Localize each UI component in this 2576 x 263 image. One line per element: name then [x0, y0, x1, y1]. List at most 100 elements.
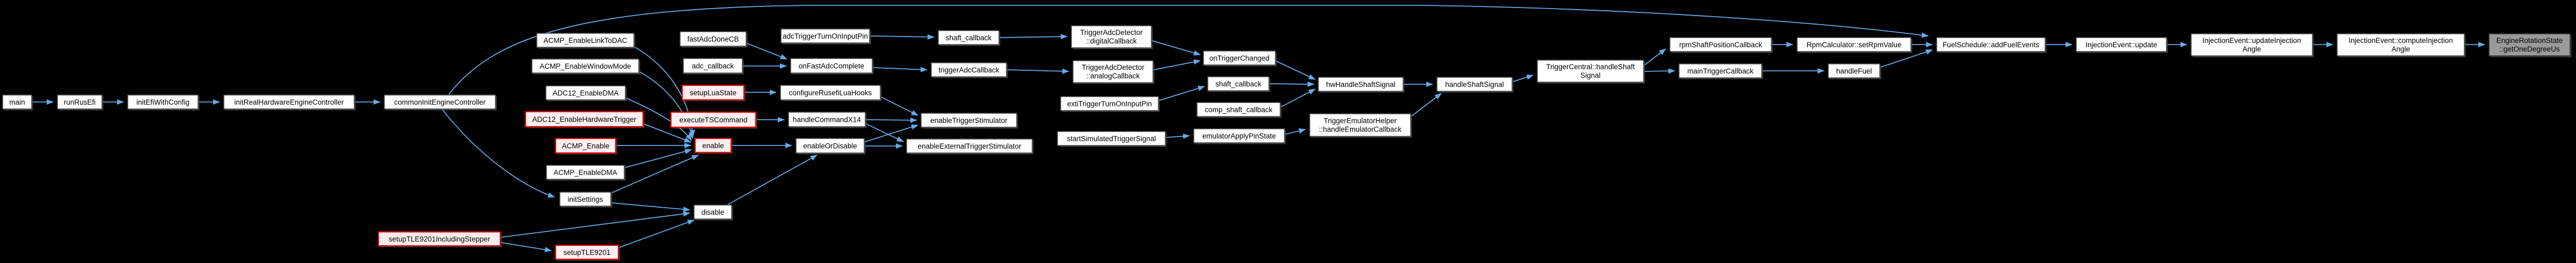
node-startSimulatedTriggerSignal[interactable]: startSimulatedTriggerSignal — [1057, 131, 1167, 147]
edge-configureRusefiLuaHooks-to-enableTriggerStimulator — [881, 97, 918, 116]
edge-initSettings-to-enable — [611, 155, 699, 193]
node-adcTriggerTurnOnInputPin[interactable]: adcTriggerTurnOnInputPin — [780, 28, 871, 45]
node-disable[interactable]: disable — [694, 204, 733, 221]
node-emulatorApplyPinState[interactable]: emulatorApplyPinState — [1193, 128, 1286, 144]
node-initEfiWithConfig[interactable]: initEfiWithConfig — [127, 94, 200, 111]
node-ACMP_EnableLinkToDAC[interactable]: ACMP_EnableLinkToDAC — [536, 33, 636, 49]
node-box — [127, 94, 199, 109]
node-fastAdcDoneCB[interactable]: fastAdcDoneCB — [680, 31, 748, 48]
node-initSettings[interactable]: initSettings — [559, 192, 612, 208]
edge-handleCommandX14-to-enableExternalTriggerStimulator — [866, 123, 904, 142]
node-box — [921, 113, 1017, 128]
node-box — [1436, 77, 1513, 92]
node-label: runRusEfi — [64, 98, 96, 106]
edge-startSimulatedTriggerSignal-to-emulatorApplyPinState — [1166, 133, 1190, 139]
node-handleFuel[interactable]: handleFuel — [1828, 63, 1881, 79]
node-box — [384, 94, 496, 109]
node-onFastAdcComplete[interactable]: onFastAdcComplete — [790, 58, 874, 75]
node-runRusEfi[interactable]: runRusEfi — [57, 94, 104, 111]
node-configureRusefiLuaHooks[interactable]: configureRusefiLuaHooks — [780, 85, 882, 101]
node-RpmCalculator_setRpmValue[interactable]: RpmCalculator::setRpmValue — [1797, 37, 1913, 53]
node-onTriggerChanged[interactable]: onTriggerChanged — [1203, 50, 1277, 67]
node-box — [1057, 131, 1166, 146]
node-comp_shaft_callback[interactable]: comp_shaft_callback — [1196, 102, 1282, 118]
node-setupTLE9201[interactable]: setupTLE9201 — [554, 244, 620, 261]
node-handleShaftSignal[interactable]: handleShaftSignal — [1436, 77, 1514, 93]
node-label: extiTriggerTurnOnInputPin — [1067, 100, 1152, 108]
node-label: initEfiWithConfig — [136, 98, 189, 106]
node-box — [1060, 96, 1159, 111]
edge-comp_shaft_callback-to-hwHandleShaftSignal — [1281, 89, 1316, 107]
node-setupTLE9201IncludingStepper[interactable]: setupTLE9201IncludingStepper — [377, 231, 502, 247]
node-initRealHardwareEngineController[interactable]: initRealHardwareEngineController — [223, 94, 356, 111]
node-label: ACMP_EnableDMA — [553, 169, 617, 177]
node-rpmShaftPositionCallback[interactable]: rpmShaftPositionCallback — [1669, 37, 1773, 53]
edge-enableOrDisable-to-enableTriggerStimulator — [865, 124, 918, 142]
node-box — [1203, 50, 1276, 65]
edge-commonInitEngineController-to-FuelSchedule_addFuelEvents — [448, 5, 1929, 95]
node-label: adcTriggerTurnOnInputPin — [783, 32, 868, 40]
node-label: startSimulatedTriggerSignal — [1067, 135, 1156, 143]
node-label: triggerAdcCallback — [938, 66, 999, 74]
node-label: enable — [702, 142, 724, 150]
node-enableExternalTriggerStimulator[interactable]: enableExternalTriggerStimulator — [906, 138, 1034, 155]
node-box — [694, 204, 732, 220]
node-executeTSCommand[interactable]: executeTSCommand — [670, 111, 757, 129]
node-TriggerAdcDetector_digitalCallback[interactable]: TriggerAdcDetector::digitalCallback — [1071, 25, 1153, 49]
node-hwHandleShaftSignal[interactable]: hwHandleShaftSignal — [1318, 77, 1405, 93]
node-EngineRotationState_getOneDegreeUs[interactable]: EngineRotationState::getOneDegreeUs — [2489, 33, 2572, 57]
node-label: setupLuaState — [690, 89, 736, 97]
node-adc_callback[interactable]: adc_callback — [683, 58, 744, 75]
node-box — [1537, 60, 1644, 83]
node-box — [1196, 102, 1281, 117]
node-box — [223, 94, 355, 109]
node-commonInitEngineController[interactable]: commonInitEngineController — [384, 94, 497, 111]
node-triggerAdcCallback[interactable]: triggerAdcCallback — [931, 62, 1008, 78]
node-box — [681, 84, 745, 101]
node-box — [780, 28, 870, 43]
node-enableTriggerStimulator[interactable]: enableTriggerStimulator — [921, 113, 1018, 129]
node-ACMP_EnableWindowMode[interactable]: ACMP_EnableWindowMode — [531, 59, 640, 75]
node-box — [1936, 37, 2046, 52]
node-label: enableExternalTriggerStimulator — [917, 142, 1021, 150]
node-shaft_callback_1[interactable]: shaft_callback — [938, 30, 1001, 46]
node-ACMP_Enable[interactable]: ACMP_Enable — [554, 137, 617, 155]
node-ADC12_EnableHardwareTrigger[interactable]: ADC12_EnableHardwareTrigger — [524, 111, 645, 128]
node-box — [1072, 60, 1154, 83]
node-label: rpmShaftPositionCallback — [1679, 41, 1762, 49]
node-label: ADC12_EnableHardwareTrigger — [532, 115, 637, 123]
node-setupLuaState[interactable]: setupLuaState — [681, 84, 746, 101]
node-enableOrDisable[interactable]: enableOrDisable — [796, 138, 866, 155]
node-box — [694, 137, 732, 154]
edge-setupTLE9201IncludingStepper-to-disable — [501, 211, 690, 238]
node-enable[interactable]: enable — [694, 137, 733, 154]
node-InjectionEvent_update[interactable]: InjectionEvent::update — [2076, 37, 2168, 53]
node-shaft_callback_2[interactable]: shaft_callback — [1207, 76, 1271, 92]
node-label: FuelSchedule::addFuelEvents — [1943, 41, 2039, 49]
node-handleCommandX14[interactable]: handleCommandX14 — [788, 112, 867, 128]
edge-shaft_callback_1-to-TriggerAdcDetector_digitalCallback — [999, 34, 1068, 40]
node-ADC12_EnableDMA[interactable]: ADC12_EnableDMA — [545, 85, 627, 101]
node-TriggerAdcDetector_analogCallback[interactable]: TriggerAdcDetector::analogCallback — [1072, 60, 1155, 84]
node-extiTriggerTurnOnInputPin[interactable]: extiTriggerTurnOnInputPin — [1060, 96, 1160, 112]
node-box — [536, 33, 634, 48]
node-label: InjectionEvent::update — [2085, 41, 2157, 49]
node-main[interactable]: main — [2, 94, 33, 111]
node-label: EngineRotationState::getOneDegreeUs — [2497, 36, 2563, 53]
node-box — [780, 85, 881, 100]
node-box — [546, 165, 625, 180]
node-box — [524, 111, 644, 128]
node-box — [2, 94, 32, 109]
node-ACMP_EnableDMA[interactable]: ACMP_EnableDMA — [546, 165, 626, 181]
node-label: initRealHardwareEngineController — [234, 98, 344, 106]
edge-ACMP_EnableWindowMode-to-enable — [639, 71, 694, 139]
node-FuelSchedule_addFuelEvents[interactable]: FuelSchedule::addFuelEvents — [1936, 37, 2047, 53]
node-TriggerEmulatorHelper_handleEmulatorCallback[interactable]: TriggerEmulatorHelper::handleEmulatorCal… — [1309, 113, 1412, 138]
node-mainTriggerCallback[interactable]: mainTriggerCallback — [1679, 63, 1763, 79]
edge-setupTLE9201IncludingStepper-to-setupTLE9201 — [501, 242, 552, 253]
